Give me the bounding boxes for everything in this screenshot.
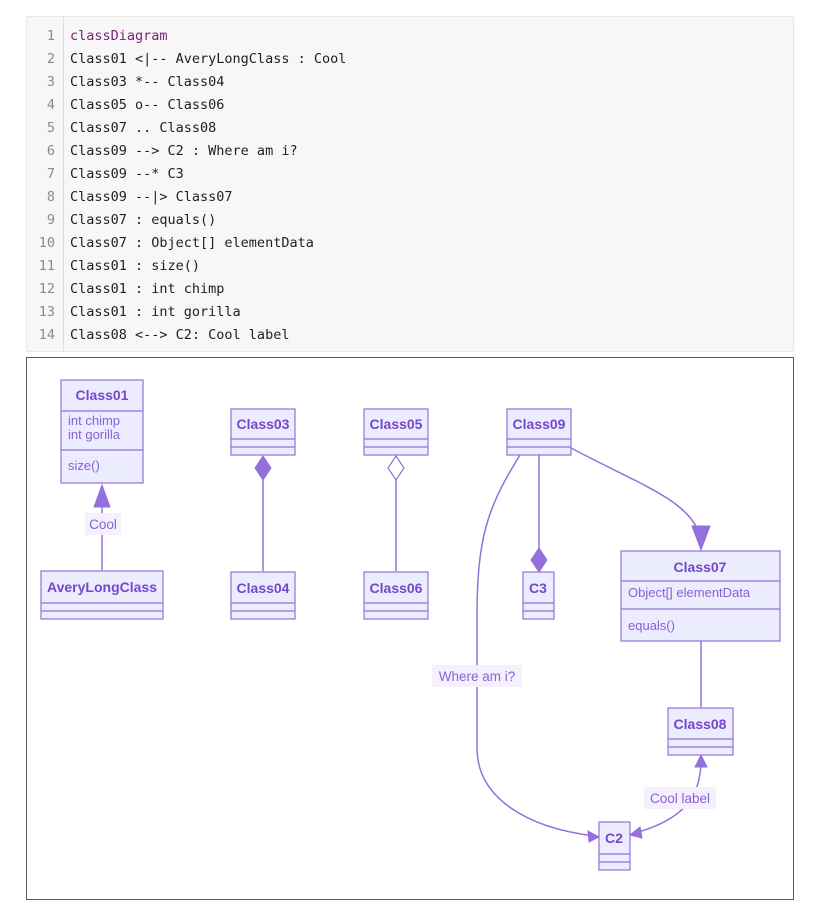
class-method: equals() [628,618,675,633]
edge-label-bg [85,513,121,535]
class-box-c2: C2 [598,821,631,871]
class-box-class09: Class09 [506,408,572,456]
code-text: Class08 <--> C2: Cool label [70,327,290,343]
edge-class09-class07 [570,447,698,529]
aggregation-diamond [387,454,405,482]
class-box-class07: Class07 Object[] elementData equals() [620,550,781,642]
class-name: Class04 [237,580,290,596]
diagram-canvas: C2 --> C2 --> Cool Where am i? Cool labe… [40,379,781,871]
code-text: classDiagram [70,28,168,44]
class-name: AveryLongClass [47,579,157,595]
class-name: C3 [529,580,547,596]
class-name: Class01 [76,387,129,403]
class-attribute: int chimp [68,413,120,428]
class-box-class03: Class03 [230,408,296,456]
code-text: Class07 : equals() [70,212,217,228]
class-box-class01: Class01 int chimp int gorilla size() [60,379,144,484]
class-box-class04: Class04 [230,571,296,620]
line-number: 10 [38,235,55,251]
edge-class09-c2 [476,454,596,837]
class-attribute: int gorilla [68,427,121,442]
line-number: 5 [46,120,55,136]
edge-label-cool-label: Cool label [650,791,710,806]
edge-label-cool: Cool [89,517,117,532]
code-text: Class07 .. Class08 [70,120,217,136]
code-text: Class01 : size() [70,258,201,274]
line-number: 2 [46,51,55,67]
code-text: Class01 <|-- AveryLongClass : Cool [70,51,347,67]
class-box-class06: Class06 [363,571,429,620]
edge-label-where: Where am i? [439,669,516,684]
class-diagram: C2 --> C2 --> Cool Where am i? Cool labe… [26,357,794,900]
class-attribute: Object[] elementData [628,585,751,600]
line-number: 6 [46,143,55,159]
line-number: 14 [38,327,55,343]
code-block: 1 classDiagram 2 Class01 <|-- AveryLongClas… [26,16,794,352]
class-name: C2 [605,830,623,846]
class-name: Class06 [370,580,423,596]
class-name: Class05 [370,416,423,432]
composition-diamond [530,547,548,573]
class-box-averylongclass: AveryLongClass [40,570,164,620]
arrowhead [628,826,643,839]
line-number: 3 [46,74,55,90]
class-box-class08: Class08 [667,707,734,756]
line-number: 7 [46,166,55,182]
code-text: Class09 --|> Class07 [70,189,233,205]
arrowhead [587,830,601,843]
code-text: Class09 --> C2 : Where am i? [70,143,298,159]
arrowhead [694,753,708,768]
line-number: 13 [38,304,55,320]
composition-diamond [254,455,272,481]
code-text: Class03 *-- Class04 [70,74,225,90]
line-number-gutter [27,17,64,351]
line-number: 8 [46,189,55,205]
line-number: 9 [46,212,55,228]
inheritance-arrowhead [691,525,711,552]
line-number: 1 [46,28,55,44]
class-box-c3: C3 [522,571,555,620]
code-text: Class05 o-- Class06 [70,97,225,113]
line-number: 12 [38,281,55,297]
class-name: Class09 [513,416,566,432]
code-text: Class07 : Object[] elementData [70,235,314,251]
line-number: 4 [46,97,55,113]
edge-label-bg [644,787,716,809]
class-name: Class07 [674,559,727,575]
code-text: Class09 --* C3 [70,166,184,182]
class-name: Class03 [237,416,290,432]
inheritance-arrowhead [93,483,111,508]
edge-label-bg [432,665,522,687]
class-method: size() [68,458,100,473]
code-text: Class01 : int chimp [70,281,225,297]
class-name: Class08 [674,716,727,732]
class-box-class05: Class05 [363,408,429,456]
code-text: Class01 : int gorilla [70,304,241,320]
line-number: 11 [38,258,55,274]
